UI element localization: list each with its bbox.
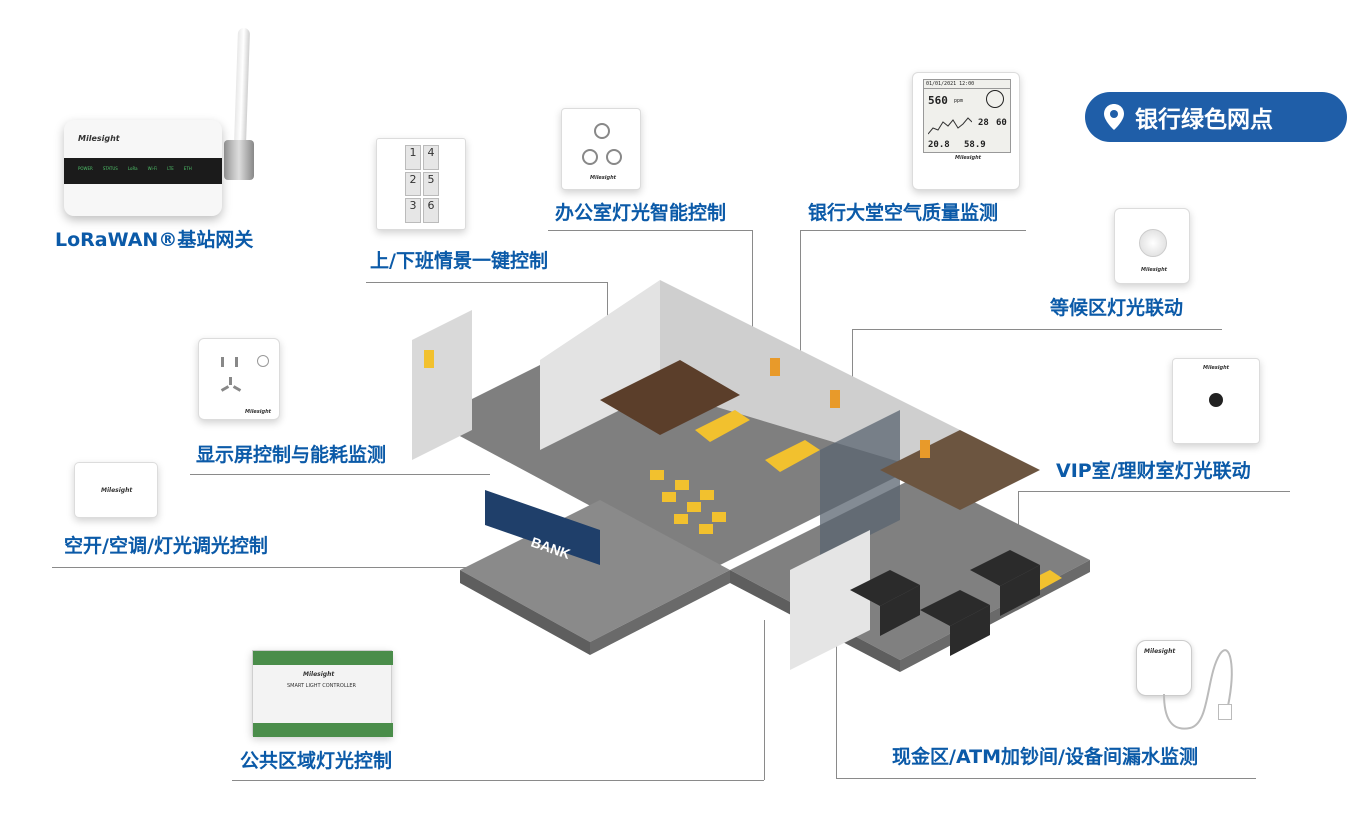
label-scene-switch: 上/下班情景一键控制 [370, 250, 548, 272]
vip-sensor: Milesight [1172, 358, 1260, 444]
vault-wall [790, 530, 870, 670]
trend-graph [928, 117, 972, 135]
sensor-lens-icon [1139, 229, 1167, 257]
switch-button-icon [582, 149, 598, 165]
location-pin-icon [1104, 104, 1124, 130]
connector-waiting [852, 329, 1222, 330]
socket-button-icon [257, 355, 269, 367]
gateway-body: Milesight POWER STATUS LoRa Wi-Fi LTE ET… [64, 120, 222, 216]
front-floor [460, 500, 730, 642]
probe-cable [1163, 649, 1233, 730]
antenna [233, 27, 251, 147]
gateway-status-row: POWER STATUS LoRa Wi-Fi LTE ETH [78, 166, 192, 171]
wall-lamp [920, 440, 930, 458]
aq-screen: 01/01/2021 12:00 560 ppm 28 60 20.8 58.9 [923, 79, 1011, 153]
wall-lamp [770, 358, 780, 376]
outlet-icon [217, 355, 247, 401]
sofa [765, 440, 820, 472]
label-display-energy: 显示屏控制与能耗监测 [196, 444, 387, 466]
connector-vip-v [1018, 491, 1019, 551]
ac-controller: Milesight [74, 462, 158, 518]
back-wall-left [412, 310, 472, 460]
back-wall-mid [540, 280, 660, 450]
leak-sensor: Milesight [1130, 636, 1240, 736]
gateway-device: Milesight POWER STATUS LoRa Wi-Fi LTE ET… [64, 27, 264, 218]
label-public-lighting: 公共区域灯光控制 [240, 750, 393, 772]
smart-light-controller: Milesight SMART LIGHT CONTROLLER [252, 650, 393, 737]
connector-cash [836, 778, 1256, 779]
office-light-switch: Milesight [561, 108, 641, 190]
vip-glass-wall [820, 410, 900, 560]
label-air-quality: 银行大堂空气质量监测 [808, 202, 999, 224]
label-cash-leak: 现金区/ATM加钞间/设备间漏水监测 [892, 746, 1198, 768]
label-ac-lighting: 空开/空调/灯光调光控制 [64, 535, 268, 557]
key-1: 1 [405, 145, 421, 170]
smart-socket: Milesight [198, 338, 280, 420]
key-6: 6 [423, 198, 439, 223]
waiting-chairs [650, 470, 726, 534]
connector-waiting-v [852, 329, 853, 405]
office-floor [600, 360, 740, 435]
server-racks [850, 550, 1040, 656]
key-3: 3 [405, 198, 421, 223]
connector-ac [52, 567, 552, 568]
bank-facade [485, 490, 600, 565]
switch-button-icon [606, 149, 622, 165]
key-5: 5 [423, 171, 439, 197]
sofa [695, 410, 750, 442]
smiley-icon [986, 90, 1004, 108]
badge-text: 银行绿色网点 [1135, 107, 1273, 133]
connector-office [548, 230, 752, 231]
connector-vip [1018, 491, 1290, 492]
label-vip-lighting: VIP室/理财室灯光联动 [1056, 460, 1251, 482]
air-quality-monitor: 01/01/2021 12:00 560 ppm 28 60 20.8 58.9… [912, 72, 1020, 190]
occupancy-sensor: Milesight [1114, 208, 1190, 284]
wall-lamp [424, 350, 434, 368]
label-office-lighting: 办公室灯光智能控制 [555, 202, 727, 224]
bank-floor-plan: BANK [412, 280, 1090, 672]
connector-air [800, 230, 1026, 231]
sensor-eye-icon [1209, 393, 1223, 407]
key-4: 4 [423, 145, 439, 170]
connector-public [232, 780, 764, 781]
connector-scene [366, 282, 608, 283]
gateway-brand: Milesight [78, 134, 120, 143]
switch-button-icon [594, 123, 610, 139]
location-badge: 银行绿色网点 [1085, 92, 1347, 142]
connector-office-v [752, 230, 753, 342]
connector-air-v [800, 230, 801, 366]
connector-public-v [764, 620, 765, 780]
key-2: 2 [405, 171, 421, 197]
connector-cash-v [836, 624, 837, 778]
connector-display [190, 474, 490, 475]
scene-switch-panel: 1 4 2 5 3 6 [376, 138, 466, 230]
wall-lamp [830, 390, 840, 408]
antenna-base [224, 140, 254, 180]
label-waiting-lighting: 等候区灯光联动 [1050, 297, 1184, 319]
label-gateway: LoRaWAN®基站网关 [55, 229, 254, 251]
